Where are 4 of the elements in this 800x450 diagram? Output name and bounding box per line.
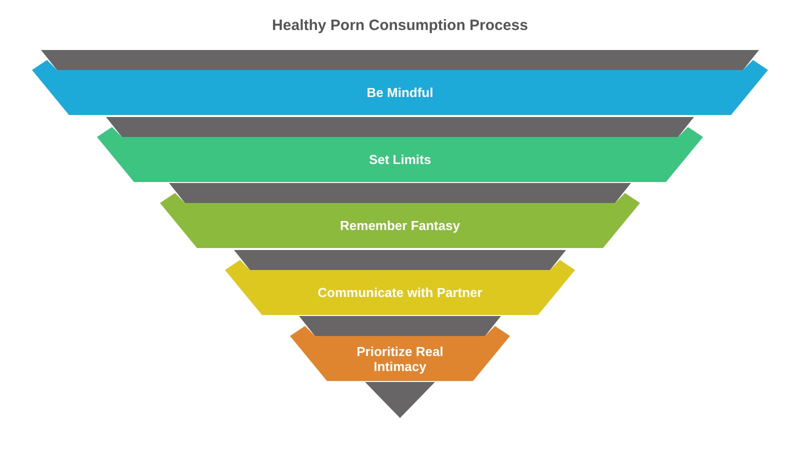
diagram-title: Healthy Porn Consumption Process	[272, 17, 528, 35]
band-label: Prioritize Real Intimacy	[356, 344, 444, 374]
band-label: Communicate with Partner	[318, 285, 482, 300]
funnel-band	[225, 260, 575, 315]
